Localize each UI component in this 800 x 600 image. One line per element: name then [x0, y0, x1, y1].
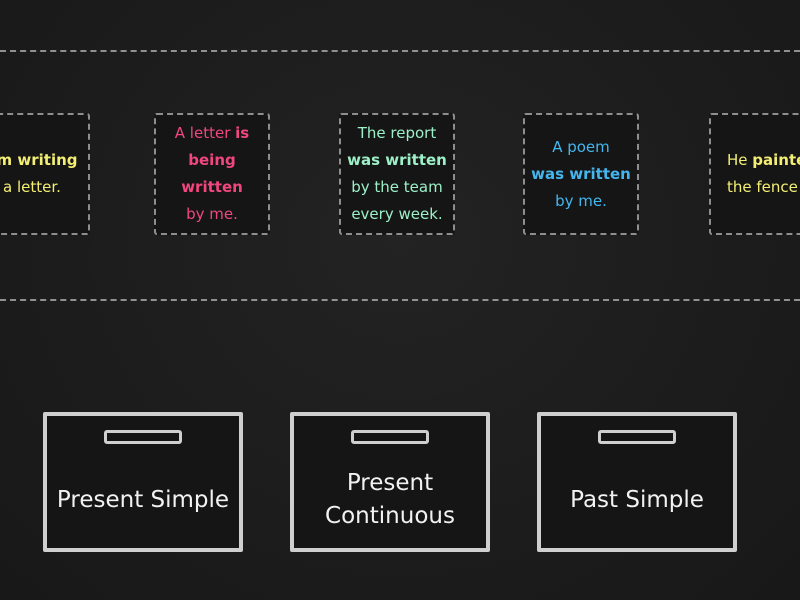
drop-box-past-simple[interactable]: Past Simple: [537, 412, 737, 552]
box-handle: [104, 430, 182, 444]
top-divider: [0, 50, 800, 52]
bottom-divider: [0, 299, 800, 301]
sentence-card-1[interactable]: am writing a letter.: [0, 113, 90, 235]
sentence-card-4[interactable]: A poem was written by me.: [523, 113, 639, 235]
card-text: am writing a letter.: [0, 151, 78, 196]
card-text: A letter is being written by me.: [174, 124, 250, 223]
sentence-card-5[interactable]: He painte the fence: [709, 113, 800, 235]
sentence-card-3[interactable]: The report was written by the team every…: [339, 113, 455, 235]
box-label: Present Simple: [56, 486, 230, 513]
card-text: He painte the fence: [727, 151, 800, 196]
drop-box-present-simple[interactable]: Present Simple: [43, 412, 243, 552]
box-handle: [598, 430, 676, 444]
card-text: A poem was written by me.: [531, 137, 631, 210]
box-label: Present Continuous: [325, 470, 455, 529]
drop-box-present-continuous[interactable]: Present Continuous: [290, 412, 490, 552]
card-text: The report was written by the team every…: [347, 124, 447, 223]
sentence-card-2[interactable]: A letter is being written by me.: [154, 113, 270, 235]
box-label: Past Simple: [570, 486, 704, 513]
box-handle: [351, 430, 429, 444]
